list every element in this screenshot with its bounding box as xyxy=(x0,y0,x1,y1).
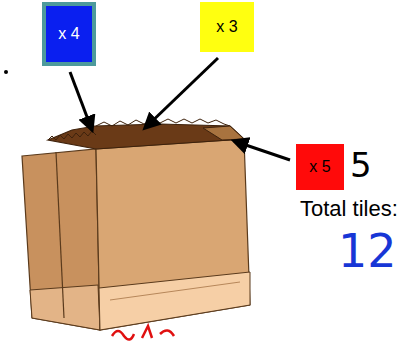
tile-label: x 4 xyxy=(58,25,79,43)
total-label: Total tiles: xyxy=(300,198,398,220)
blue-tile: x 4 xyxy=(42,2,96,66)
bag-side-bottom xyxy=(30,285,100,330)
handwritten-count: 5 xyxy=(350,148,372,182)
leader-arrow xyxy=(234,141,290,160)
tile-label: x 3 xyxy=(216,18,237,36)
red-tile: x 5 xyxy=(296,144,344,190)
bag-front xyxy=(96,139,250,330)
bag-side xyxy=(22,149,100,330)
leader-arrow xyxy=(145,58,218,128)
dot xyxy=(4,70,8,74)
yellow-tile: x 3 xyxy=(200,2,254,52)
bag-bottom xyxy=(99,272,250,330)
handwritten-total: 12 xyxy=(338,228,397,274)
tile-label: x 5 xyxy=(309,158,330,176)
leader-arrow xyxy=(70,72,92,130)
handwriting-scribble xyxy=(112,326,174,340)
